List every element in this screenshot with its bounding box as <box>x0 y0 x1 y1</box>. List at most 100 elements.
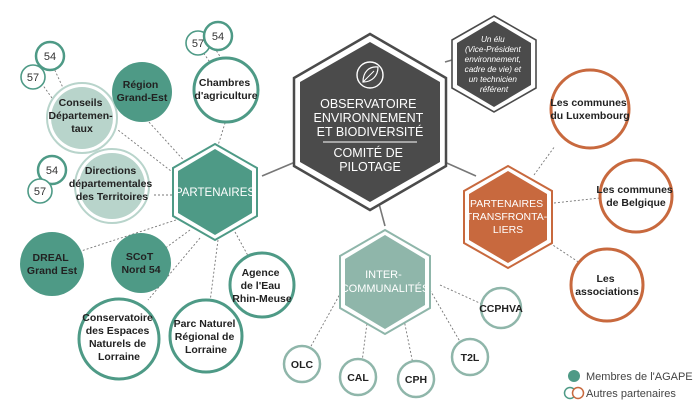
svg-text:Les communes du Luxembou: Les communes du Luxembourg <box>550 97 629 122</box>
badge-directions-57-text: 57 <box>34 186 46 198</box>
svg-text:COMITÉ DE PILOTAGE: COMITÉ DE PILOTAGE <box>334 145 407 174</box>
elu-line-2: (Vice-Président <box>465 45 522 54</box>
dreal-label-1: DREAL <box>33 252 70 264</box>
elu-line-6: référent <box>480 85 509 94</box>
conservatoire-label-3: Naturels de <box>89 338 146 350</box>
directions-label-2: départementales <box>69 178 153 190</box>
badge-conseils-57-text: 57 <box>27 72 39 84</box>
badge-conseils-54-text: 54 <box>44 51 56 63</box>
badge-conseils-54: 54 <box>34 40 66 72</box>
svg-text:Les associations: Les associations <box>575 273 639 298</box>
svg-text:PARTENAIRES TRANSFRONTA-: PARTENAIRES TRANSFRONTA- LIERS <box>466 198 550 236</box>
node-agence-eau-rhin-meuse: Agence de l'Eau Rhin-Meuse <box>228 251 296 319</box>
directions-label-3: des Territoires <box>76 191 148 203</box>
badge-chambres-54: 54 <box>202 20 234 52</box>
badge-chambres-54-text: 54 <box>212 31 224 43</box>
chambres-label-2: d'agriculture <box>194 90 257 102</box>
svg-text:Conseils Départemen-: Conseils Départemen- taux <box>48 97 115 135</box>
luxembourg-label-2: du Luxembourg <box>550 110 629 122</box>
legend: Membres de l'AGAPE Autres partenaires <box>563 370 693 400</box>
badge-directions-54-text: 54 <box>46 165 58 177</box>
hub-interco-line-1: INTER- <box>365 269 402 281</box>
scot-label-2: Nord 54 <box>121 264 160 276</box>
svg-text:Un élu (Vice-Président: Un élu (Vice-Président environnement, ca… <box>465 35 524 94</box>
associations-label-1: Les <box>596 273 614 285</box>
node-conseils-departementaux: Conseils Départemen- taux <box>46 82 118 154</box>
hub-partenaires: PARTENAIRES <box>172 142 258 242</box>
legend-membres-swatch <box>568 370 580 382</box>
hub-trans-line-1: PARTENAIRES <box>470 198 543 210</box>
svg-text:DREAL Grand Est: DREAL Grand Est <box>27 252 78 277</box>
parc-label-2: Régional de <box>175 331 235 343</box>
hub-intercommunalites: INTER- COMMUNALITÉS <box>339 228 431 336</box>
svg-text:Chambres d'agriculture: Chambres d'agriculture <box>194 77 257 102</box>
svg-text:Les communes de Belgique: Les communes de Belgique <box>596 184 675 209</box>
hub-partenaires-label: PARTENAIRES <box>175 187 255 199</box>
belgique-label-1: Les communes <box>596 184 673 196</box>
badge-conseils-57: 57 <box>20 64 46 90</box>
node-conservatoire-espaces-naturels: Conservatoire des Espaces Naturels de Lo… <box>77 297 161 381</box>
directions-label-1: Directions <box>85 165 137 177</box>
chambres-label-1: Chambres <box>199 77 251 89</box>
node-scot-nord-54: SCoT Nord 54 <box>111 233 171 293</box>
badge-directions-54: 54 <box>36 154 68 186</box>
ccphva-label: CCPHVA <box>479 303 523 315</box>
node-olc: OLC <box>282 344 322 384</box>
olc-label: OLC <box>291 359 314 371</box>
legend-autres-label: Autres partenaires <box>586 388 676 400</box>
conservatoire-label-4: Lorraine <box>98 351 140 363</box>
comite-de-pilotage: OBSERVATOIRE ENVIRONNEMENT ET BIODIVERSI… <box>292 32 448 212</box>
agence-label-3: Rhin-Meuse <box>232 293 292 305</box>
cal-label: CAL <box>347 372 369 384</box>
region-label-1: Région <box>123 79 159 91</box>
parc-label-3: Lorraine <box>185 344 227 356</box>
node-ccphva: CCPHVA <box>479 286 523 330</box>
elu-technicien-node: Un élu (Vice-Président environnement, ca… <box>451 15 537 113</box>
parc-label-1: Parc Naturel <box>174 318 236 330</box>
node-directions-departementales: Directions départementales des Territoir… <box>69 148 155 224</box>
legend-membres-label: Membres de l'AGAPE <box>586 371 693 383</box>
svg-text:Conservatoire des Espace: Conservatoire des Espaces Naturels de Lo… <box>82 312 156 363</box>
svg-text:INTER- COMMUNALITÉS: INTER- COMMUNALITÉS <box>341 269 430 295</box>
elu-line-5: un technicien <box>469 75 518 84</box>
svg-text:Parc Naturel Régional de: Parc Naturel Régional de Lorraine <box>174 318 239 356</box>
hub-transfrontaliers: PARTENAIRES TRANSFRONTA- LIERS <box>463 164 553 270</box>
region-label-2: Grand-Est <box>117 92 168 104</box>
svg-text:OBSERVATOIRE ENVIRONNEME: OBSERVATOIRE ENVIRONNEMENT ET BIODIVERSI… <box>314 97 427 139</box>
center-subtitle-line-1: COMITÉ DE <box>334 145 403 160</box>
center-title-line-3: ET BIODIVERSITÉ <box>317 124 424 139</box>
connector-center-elu <box>444 59 453 63</box>
center-subtitle-line-2: PILOTAGE <box>339 160 401 174</box>
luxembourg-label-1: Les communes <box>550 97 627 109</box>
elu-line-4: cadre de vie) et <box>465 65 522 74</box>
svg-text:SCoT Nord 54: SCoT Nord 54 <box>121 251 160 276</box>
leaf-icon <box>356 61 384 89</box>
hub-interco-line-2: COMMUNALITÉS <box>341 282 430 295</box>
t2l-label: T2L <box>461 352 480 364</box>
cph-label: CPH <box>405 374 427 386</box>
agence-label-2: de l'Eau <box>241 280 281 292</box>
conseils-label-3: taux <box>71 123 93 135</box>
agence-label-1: Agence <box>242 267 280 279</box>
node-communes-luxembourg: Les communes du Luxembourg <box>549 68 631 150</box>
node-parc-naturel-regional: Parc Naturel Régional de Lorraine <box>168 298 244 374</box>
node-region-grand-est: Région Grand-Est <box>112 62 172 122</box>
node-dreal-grand-est: DREAL Grand Est <box>20 232 84 296</box>
svg-text:Directions départemental: Directions départementales des Territoir… <box>69 165 155 203</box>
node-associations: Les associations <box>569 247 645 323</box>
belgique-label-2: de Belgique <box>606 197 666 209</box>
scot-label-1: SCoT <box>126 251 154 263</box>
conseils-label-1: Conseils <box>59 97 103 109</box>
node-communes-belgique: Les communes de Belgique <box>596 158 675 234</box>
elu-line-1: Un élu <box>481 35 505 44</box>
hub-trans-line-3: LIERS <box>493 224 523 236</box>
node-t2l: T2L <box>450 337 490 377</box>
svg-text:Agence de l'Eau Rh: Agence de l'Eau Rhin-Meuse <box>232 267 292 305</box>
node-chambres-agriculture: Chambres d'agriculture <box>192 56 260 124</box>
badge-directions-57: 57 <box>27 178 53 204</box>
conseils-label-2: Départemen- <box>48 110 113 122</box>
node-cal: CAL <box>338 357 378 397</box>
hub-trans-line-2: TRANSFRONTA- <box>466 211 548 223</box>
associations-label-2: associations <box>575 286 639 298</box>
